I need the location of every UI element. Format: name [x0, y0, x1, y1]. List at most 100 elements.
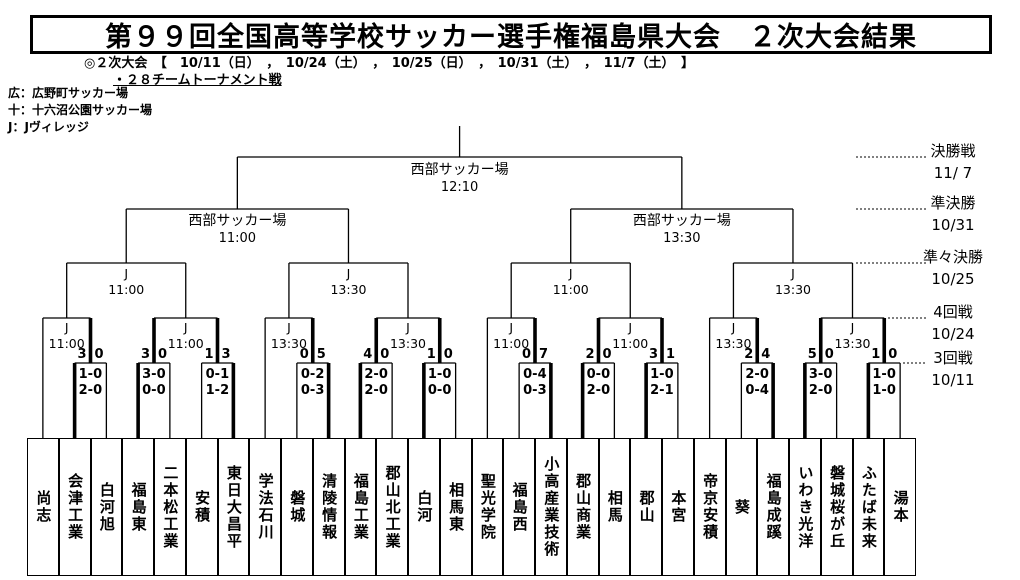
round3-half2-score: 2-0: [364, 383, 388, 398]
team-box: いわき光洋: [789, 438, 821, 576]
legend-item: 十：十六沼公園サッカー場: [8, 103, 153, 117]
round3-half2-score: 2-0: [587, 383, 611, 398]
team-name: いわき光洋: [796, 464, 815, 550]
round4-time-label: 13:30: [271, 336, 307, 351]
round3-score-right: 1: [666, 347, 675, 362]
round-date: 10/24: [931, 325, 975, 343]
team-box: 福島西: [503, 438, 535, 576]
round4-venue-label: J: [627, 320, 632, 335]
round3-half1-score: 0-0: [587, 367, 611, 382]
team-name: 葵: [732, 498, 751, 516]
team-name: 相馬: [605, 490, 624, 524]
round3-half2-score: 0-3: [301, 383, 325, 398]
round4-time-label: 11:00: [612, 336, 648, 351]
team-name: 聖光学院: [478, 473, 497, 541]
round3-half2-score: 0-0: [142, 383, 166, 398]
team-box: 本宮: [662, 438, 694, 576]
round3-score-right: 0: [603, 347, 612, 362]
semifinal-venue-label: 西部サッカー場: [188, 213, 286, 229]
round3-half1-score: 1-0: [650, 367, 674, 382]
team-name: 白河旭: [97, 481, 116, 533]
team-box: 白河: [408, 438, 440, 576]
tournament-dates: ◎２次大会 【 10/11（日） ， 10/24（土） ， 10/25（日） ，…: [84, 56, 694, 71]
round3-half2-score: 2-1: [650, 383, 674, 398]
round3-half1-score: 3-0: [142, 367, 166, 382]
round3-half1-score: 3-0: [809, 367, 833, 382]
quarterfinal-venue-label: J: [123, 266, 128, 281]
team-name: 帝京安積: [701, 473, 720, 541]
round3-score-left: 2: [744, 347, 753, 362]
team-box: 福島成蹊: [757, 438, 789, 576]
round-label-round4: 4回戦 10/24: [893, 301, 1013, 345]
final-venue-label: 西部サッカー場: [411, 162, 509, 178]
team-name: 福島成蹊: [764, 473, 783, 541]
round3-score-left: 1: [204, 347, 213, 362]
team-box: 磐城: [281, 438, 313, 576]
round3-score-right: 0: [158, 347, 167, 362]
team-box: 磐城桜が丘: [820, 438, 853, 576]
round4-time-label: 11:00: [493, 336, 529, 351]
round3-half1-score: 0-1: [206, 367, 230, 382]
quarterfinal-time-label: 11:00: [108, 282, 144, 297]
format-note: ・２８チームトーナメント戦: [113, 73, 282, 88]
team-name: 郡山商業: [574, 473, 593, 541]
round3-half1-score: 0-2: [301, 367, 325, 382]
round3-score-left: 5: [808, 347, 817, 362]
round3-half1-score: 0-4: [523, 367, 547, 382]
round4-venue-label: J: [405, 320, 410, 335]
round-name: 決勝戦: [930, 142, 976, 160]
round-label-quarterfinal: 準々決勝 10/25: [893, 246, 1013, 290]
round4-venue-label: J: [64, 320, 69, 335]
quarterfinal-venue-label: J: [568, 266, 573, 281]
final-time-label: 12:10: [441, 180, 478, 195]
round4-venue-label: J: [183, 320, 188, 335]
round4-time-label: 11:00: [168, 336, 204, 351]
round3-score-right: 0: [888, 347, 897, 362]
round-name: 3回戦: [933, 349, 973, 367]
round4-venue-label: J: [286, 320, 291, 335]
team-name: 本宮: [669, 490, 688, 524]
round3-half2-score: 0-4: [745, 383, 769, 398]
round3-score-right: 0: [444, 347, 453, 362]
team-box: 会津工業: [58, 438, 91, 576]
round3-half1-score: 2-0: [364, 367, 388, 382]
team-box: 郡山北工業: [376, 438, 408, 576]
round3-score-right: 5: [317, 347, 326, 362]
round-name: 準決勝: [930, 194, 976, 212]
round4-time-label: 13:30: [715, 336, 751, 351]
legend-item: J：Jヴィレッジ: [8, 120, 89, 134]
quarterfinal-venue-label: J: [790, 266, 795, 281]
team-name: 福島東: [129, 481, 148, 533]
round3-score-left: 4: [363, 347, 372, 362]
team-name: 二本松工業: [161, 464, 180, 550]
semifinal-time-label: 13:30: [663, 231, 700, 246]
round3-score-right: 0: [380, 347, 389, 362]
round4-venue-label: J: [731, 320, 736, 335]
team-box: 小高産業技術: [535, 438, 567, 576]
round3-score-left: 3: [141, 347, 150, 362]
round3-score-left: 3: [77, 347, 86, 362]
team-box: 郡山商業: [566, 438, 599, 576]
round3-half2-score: 2-0: [809, 383, 833, 398]
team-name: 郡山: [637, 490, 656, 524]
team-box: 相馬: [598, 438, 631, 576]
round-date: 11/ 7: [933, 164, 973, 182]
round-label-final: 決勝戦 11/ 7: [893, 140, 1013, 184]
round-label-round3: 3回戦 10/11: [893, 347, 1013, 391]
round3-half2-score: 0-3: [523, 383, 547, 398]
semifinal-time-label: 11:00: [219, 231, 256, 246]
round3-score-left: 1: [871, 347, 880, 362]
team-name: 郡山北工業: [383, 464, 402, 550]
round3-score-right: 3: [222, 347, 231, 362]
team-box: ふたば未来: [852, 438, 885, 576]
round3-score-left: 0: [300, 347, 309, 362]
round-label-semifinal: 準決勝 10/31: [893, 192, 1013, 236]
team-box: 福島工業: [344, 438, 377, 576]
page-title: 第９９回全国高等学校サッカー選手権福島県大会 ２次大会結果: [30, 15, 992, 54]
team-box: 郡山: [630, 438, 662, 576]
legend-item: 広：広野町サッカー場: [8, 86, 129, 100]
round3-score-right: 0: [95, 347, 104, 362]
team-name: 白河: [415, 490, 434, 524]
team-box: 清陵情報: [312, 438, 345, 576]
